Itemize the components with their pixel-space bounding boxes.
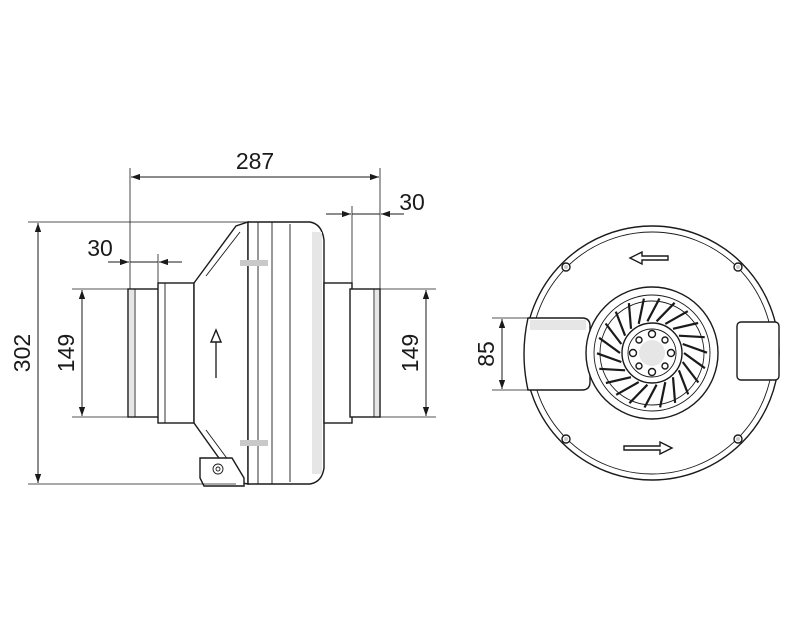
inlet-collar	[157, 282, 195, 424]
impeller-blade	[599, 367, 626, 372]
outlet-spigot	[323, 282, 353, 424]
impeller-blade	[664, 310, 689, 325]
dim-85: 85	[473, 341, 499, 367]
housing-cone	[193, 221, 249, 485]
impeller-blade	[605, 376, 632, 385]
impeller-blade	[604, 322, 623, 345]
arrow-right-icon	[623, 440, 674, 456]
impeller-blade	[627, 303, 633, 329]
impeller-blade	[646, 297, 661, 322]
side-view	[127, 221, 381, 487]
impeller-blade	[598, 336, 621, 354]
duct-opening-left	[523, 317, 591, 391]
dimension-overall-height: 302	[9, 221, 248, 485]
impeller-blade	[678, 334, 705, 339]
impeller-blade	[681, 361, 700, 384]
dimension-inlet-spigot: 30	[87, 235, 182, 283]
impeller-blade	[659, 381, 667, 408]
dim-149-inlet: 149	[53, 334, 79, 372]
impeller-blade	[682, 342, 708, 354]
impeller-blade	[637, 298, 645, 325]
fan-casing	[247, 221, 325, 485]
impeller-blade	[655, 302, 676, 323]
dimension-duct-opening: 85	[473, 317, 528, 391]
dim-287: 287	[236, 148, 274, 174]
impeller-blade	[614, 311, 627, 337]
front-view	[523, 225, 780, 481]
impeller-blade	[677, 369, 690, 395]
dim-302: 302	[9, 334, 35, 372]
impeller-blade	[615, 381, 640, 396]
dimension-inlet-diameter: 149	[53, 288, 128, 418]
arrow-left-icon	[628, 250, 669, 266]
impeller-blade	[643, 384, 658, 409]
label-plate	[736, 321, 780, 381]
rim-screws	[561, 262, 743, 444]
impeller-blade	[671, 377, 677, 403]
impeller-blades	[596, 297, 708, 409]
casing-clip-top	[240, 260, 268, 266]
impeller-blade	[672, 321, 699, 330]
impeller-blade	[628, 383, 649, 404]
dim-149-outlet: 149	[397, 334, 423, 372]
dim-30-inlet: 30	[87, 235, 113, 261]
casing-clip-bottom	[240, 440, 268, 446]
dimension-overall-length: 287	[129, 148, 381, 289]
arrow-up-icon	[209, 328, 223, 378]
dimension-outlet-spigot: 30	[326, 189, 425, 283]
impeller-blade	[596, 352, 622, 364]
impeller-blade	[683, 352, 706, 370]
dim-30-outlet: 30	[399, 189, 425, 215]
dimension-outlet-diameter: 149	[380, 288, 436, 418]
hub-bolts	[628, 329, 676, 377]
